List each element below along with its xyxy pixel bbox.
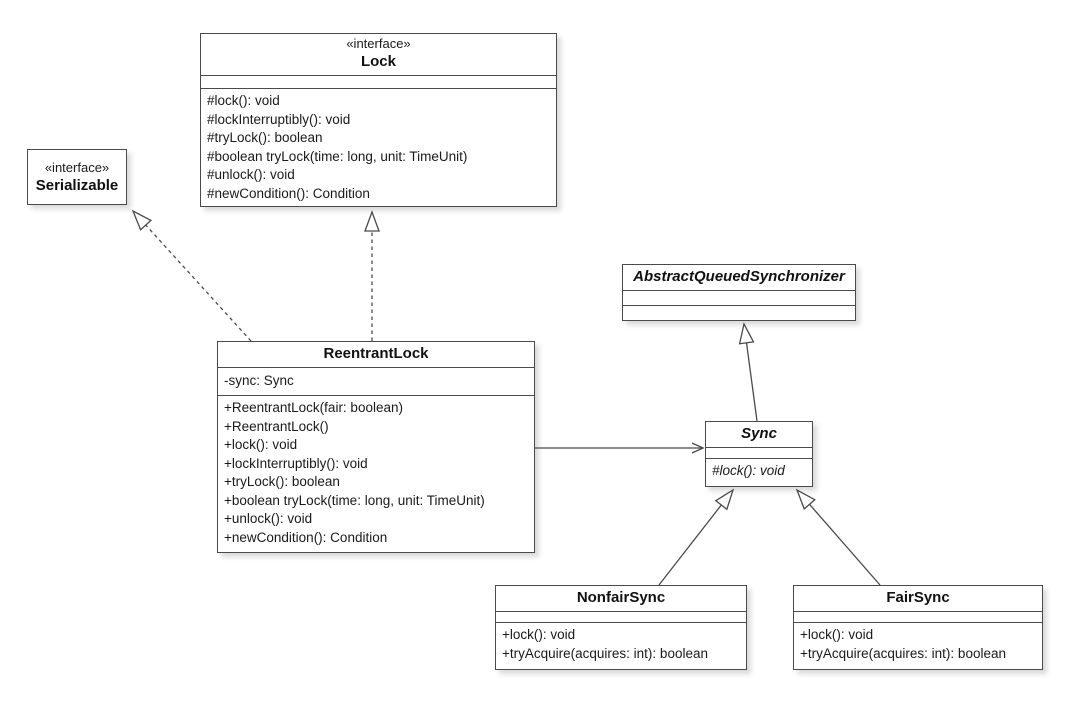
class-serializable: «interface» Serializable bbox=[27, 149, 127, 205]
generalization-edge-sync-abstractqueuedsynchronizer bbox=[738, 322, 758, 422]
member-line: +lockInterruptibly(): void bbox=[224, 455, 368, 471]
class-lock: «interface» Lock #lock(): void #lockInter… bbox=[200, 33, 557, 207]
member-line: +unlock(): void bbox=[224, 511, 313, 526]
class-fairsync-header: FairSync bbox=[794, 586, 1042, 611]
class-nonfairsync: NonfairSync +lock(): void +tryAcquire(acq… bbox=[495, 585, 747, 670]
member-line: +lock(): void bbox=[502, 627, 576, 642]
member-line: #lock(): void bbox=[207, 93, 280, 108]
class-reentrantlock-methods-compartment: +ReentrantLock(fair: boolean) +ReentrantL… bbox=[218, 395, 534, 552]
class-abstractqueuedsynchronizer: AbstractQueuedSynchronizer bbox=[622, 264, 856, 321]
member-line: +boolean tryLock(time: long, unit: TimeU… bbox=[224, 492, 485, 508]
realization-edge-reentrantlock-serializable bbox=[131, 209, 252, 342]
member-line: #lock(): void bbox=[712, 463, 785, 478]
class-sync-attributes-compartment bbox=[706, 447, 812, 458]
class-abstractqueuedsynchronizer-methods-compartment bbox=[623, 305, 855, 320]
class-abstractqueuedsynchronizer-name: AbstractQueuedSynchronizer bbox=[633, 268, 845, 285]
class-lock-stereotype: «interface» bbox=[346, 36, 411, 51]
class-serializable-stereotype: «interface» bbox=[44, 159, 110, 175]
member-line: +tryAcquire(acquires: int): boolean bbox=[502, 645, 708, 661]
class-fairsync-methods-compartment: +lock(): void +tryAcquire(acquires: int):… bbox=[794, 622, 1042, 669]
member-line: +newCondition(): Condition bbox=[224, 529, 388, 545]
generalization-edge-fairsync-sync bbox=[795, 488, 881, 586]
class-fairsync: FairSync +lock(): void +tryAcquire(acquir… bbox=[793, 585, 1043, 670]
class-serializable-name: Serializable bbox=[35, 176, 119, 194]
class-reentrantlock-name: ReentrantLock bbox=[323, 345, 429, 362]
member-line: -sync: Sync bbox=[224, 373, 294, 388]
class-abstractqueuedsynchronizer-attributes-compartment bbox=[623, 290, 855, 305]
member-line: #unlock(): void bbox=[207, 167, 295, 182]
class-fairsync-attributes-compartment bbox=[794, 611, 1042, 622]
class-reentrantlock-header: ReentrantLock bbox=[218, 342, 534, 367]
member-line: +tryAcquire(acquires: int): boolean bbox=[800, 645, 1006, 661]
member-line: +lock(): void bbox=[800, 627, 874, 642]
class-sync-header: Sync bbox=[706, 422, 812, 447]
member-line: +lock(): void bbox=[224, 437, 298, 452]
member-line: +ReentrantLock(fair: boolean) bbox=[224, 400, 403, 415]
member-line: +ReentrantLock() bbox=[224, 418, 329, 434]
member-line: +tryLock(): boolean bbox=[224, 474, 340, 489]
member-line: #lockInterruptibly(): void bbox=[207, 111, 351, 127]
class-nonfairsync-header: NonfairSync bbox=[496, 586, 746, 611]
class-lock-methods-compartment: #lock(): void #lockInterruptibly(): void #… bbox=[201, 88, 556, 206]
class-reentrantlock: ReentrantLock -sync: Sync +ReentrantLock… bbox=[217, 341, 535, 553]
class-nonfairsync-name: NonfairSync bbox=[576, 589, 666, 606]
generalization-edge-nonfairsync-sync bbox=[658, 488, 735, 586]
class-abstractqueuedsynchronizer-header: AbstractQueuedSynchronizer bbox=[623, 265, 855, 290]
member-line: #newCondition(): Condition bbox=[207, 185, 370, 201]
class-lock-attributes-compartment bbox=[201, 75, 556, 88]
class-lock-header: «interface» Lock bbox=[201, 34, 556, 75]
class-nonfairsync-attributes-compartment bbox=[496, 611, 746, 622]
class-reentrantlock-attributes-compartment: -sync: Sync bbox=[218, 367, 534, 395]
class-sync-methods-compartment: #lock(): void bbox=[706, 458, 812, 486]
class-sync-name: Sync bbox=[741, 425, 777, 442]
member-line: #boolean tryLock(time: long, unit: TimeU… bbox=[207, 148, 468, 164]
member-line: #tryLock(): boolean bbox=[207, 130, 323, 145]
class-sync: Sync #lock(): void bbox=[705, 421, 813, 487]
class-serializable-header: «interface» Serializable bbox=[28, 156, 126, 199]
class-nonfairsync-methods-compartment: +lock(): void +tryAcquire(acquires: int):… bbox=[496, 622, 746, 669]
class-fairsync-name: FairSync bbox=[886, 589, 950, 606]
class-lock-name: Lock bbox=[360, 53, 396, 70]
